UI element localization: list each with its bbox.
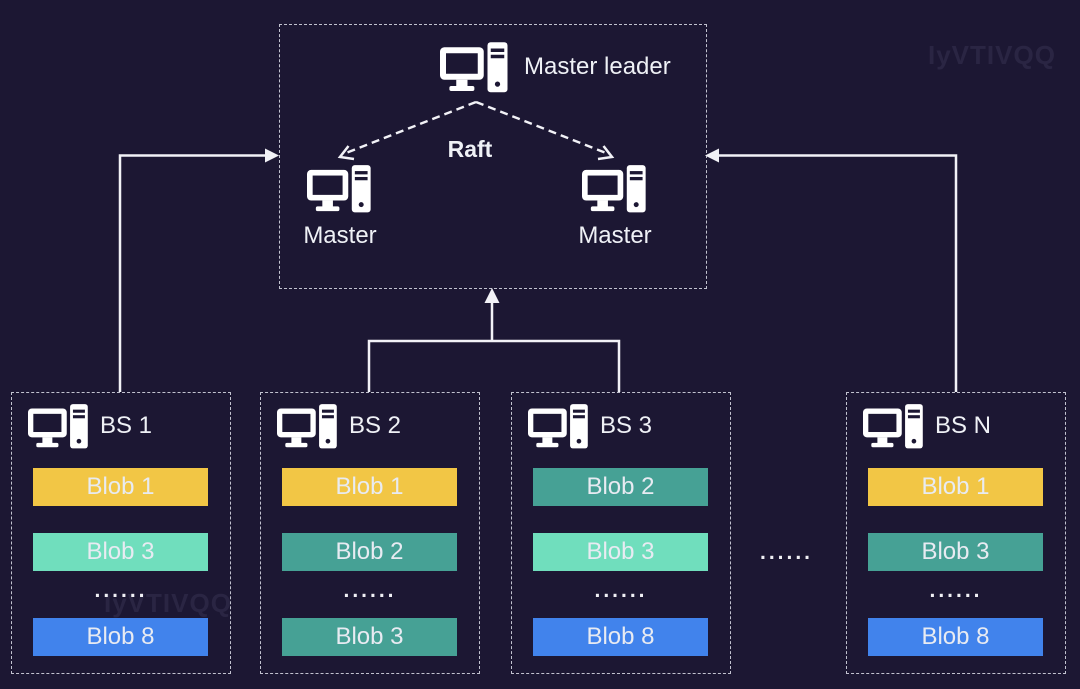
server-label: BS 2 bbox=[349, 412, 402, 440]
ellipsis: ...... bbox=[929, 579, 983, 602]
raft-label: Raft bbox=[447, 136, 493, 162]
master-node-right: Master bbox=[569, 164, 661, 250]
blob-bar: Blob 8 bbox=[33, 618, 208, 656]
ellipsis: ...... bbox=[343, 579, 397, 602]
arrowhead-right-icon bbox=[265, 148, 279, 163]
arrowhead-up-icon bbox=[484, 288, 500, 303]
blob-server-box-n: BS N Blob 1 Blob 3 ...... Blob 8 bbox=[846, 392, 1066, 674]
watermark-text: IyVTIVQQ bbox=[104, 588, 232, 618]
server-header: BS 1 bbox=[28, 403, 152, 450]
ellipsis: ...... bbox=[94, 579, 148, 602]
computer-icon bbox=[440, 41, 510, 94]
master-cluster-box: Master leader Raft Master Master bbox=[279, 24, 707, 289]
computer-icon bbox=[582, 164, 648, 214]
master-leader-node: Master leader bbox=[440, 41, 671, 94]
master-label: Master bbox=[303, 221, 377, 249]
blob-server-box-2: BS 2 Blob 1 Blob 2 ...... Blob 3 bbox=[260, 392, 480, 674]
blob-bar: Blob 2 bbox=[282, 533, 457, 571]
servers-ellipsis: ...... bbox=[759, 541, 813, 564]
arrowhead-left-icon bbox=[705, 148, 719, 163]
watermark-text: IyVTIVQQ bbox=[928, 40, 1056, 70]
server-label: BS N bbox=[935, 412, 992, 440]
blob-bar: Blob 3 bbox=[868, 533, 1043, 571]
blob-bar: Blob 1 bbox=[868, 468, 1043, 506]
blob-bar: Blob 3 bbox=[282, 618, 457, 656]
blob-bar: Blob 3 bbox=[533, 533, 708, 571]
blob-server-box-3: BS 3 Blob 2 Blob 3 ...... Blob 8 bbox=[511, 392, 731, 674]
computer-icon bbox=[863, 403, 925, 450]
connector-line-right bbox=[717, 154, 958, 392]
server-header: BS 2 bbox=[277, 403, 401, 450]
ellipsis: ...... bbox=[594, 579, 648, 602]
master-node-left: Master bbox=[294, 164, 386, 250]
blob-bar: Blob 2 bbox=[533, 468, 708, 506]
blob-bar: Blob 3 bbox=[33, 533, 208, 571]
server-label: BS 3 bbox=[600, 412, 653, 440]
connector-line-middle bbox=[367, 339, 621, 392]
server-header: BS N bbox=[863, 403, 991, 450]
computer-icon bbox=[277, 403, 339, 450]
connector-line-left bbox=[118, 154, 267, 392]
computer-icon bbox=[528, 403, 590, 450]
computer-icon bbox=[28, 403, 90, 450]
computer-icon bbox=[307, 164, 373, 214]
blob-bar: Blob 1 bbox=[282, 468, 457, 506]
blob-bar: Blob 8 bbox=[868, 618, 1043, 656]
blob-bar: Blob 8 bbox=[533, 618, 708, 656]
master-label: Master bbox=[578, 221, 652, 249]
server-header: BS 3 bbox=[528, 403, 652, 450]
blob-bar: Blob 1 bbox=[33, 468, 208, 506]
master-leader-label: Master leader bbox=[524, 53, 671, 81]
blob-server-box-1: BS 1 Blob 1 Blob 3 ...... Blob 8 bbox=[11, 392, 231, 674]
server-label: BS 1 bbox=[100, 412, 153, 440]
